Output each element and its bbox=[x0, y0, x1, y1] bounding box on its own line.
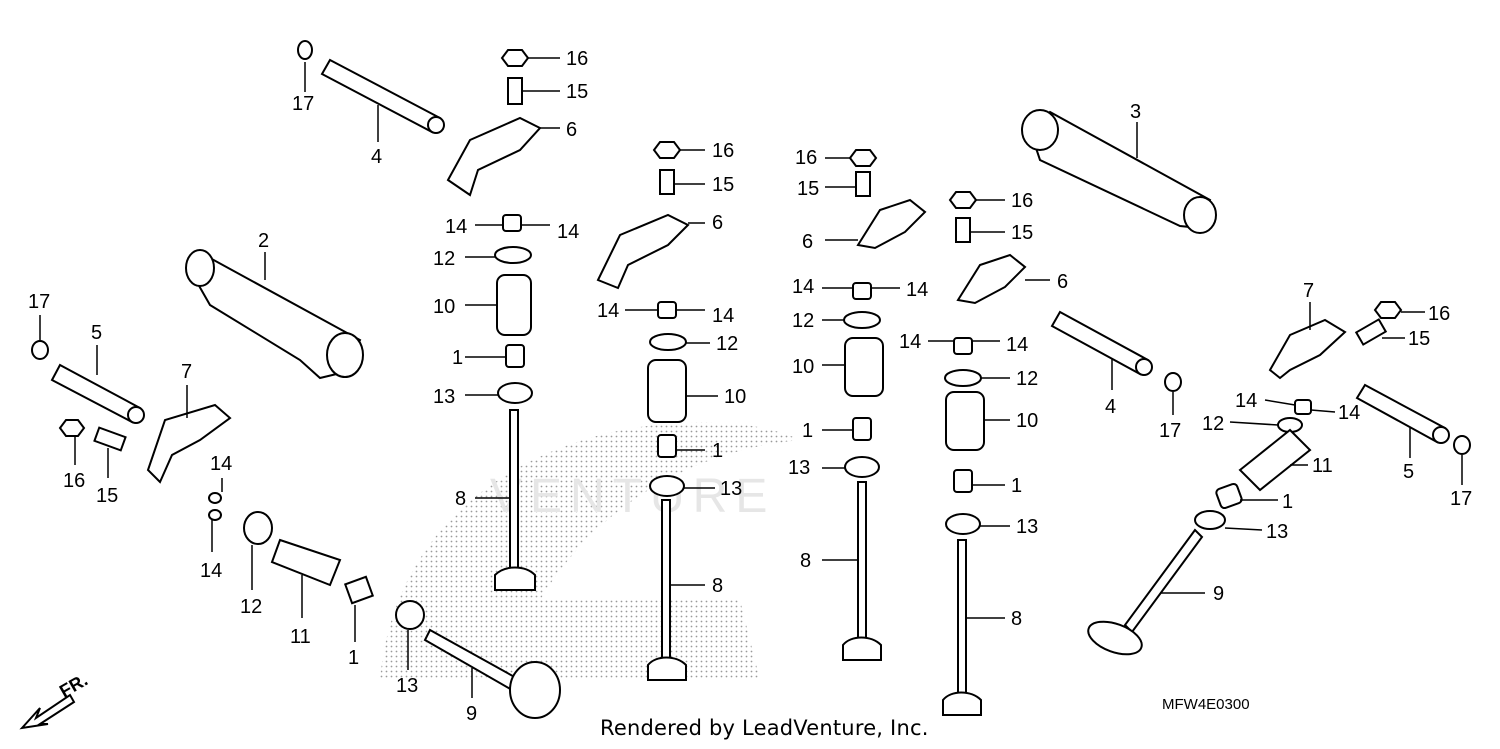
callout-13: 13 bbox=[1016, 516, 1038, 538]
callout-10: 10 bbox=[724, 386, 746, 408]
callout-11: 11 bbox=[1312, 455, 1333, 477]
callout-16: 16 bbox=[712, 140, 734, 162]
callout-4: 4 bbox=[371, 146, 382, 168]
callout-6: 6 bbox=[1057, 271, 1068, 293]
valve-column-1 bbox=[465, 214, 550, 591]
callout-2: 2 bbox=[258, 230, 269, 252]
callout-14: 14 bbox=[712, 305, 734, 327]
callout-12: 12 bbox=[1202, 413, 1224, 435]
honda-wing-watermark: VENTURE bbox=[380, 422, 800, 680]
diagram-code: MFW4E0300 bbox=[1162, 696, 1250, 713]
callout-1: 1 bbox=[1282, 491, 1293, 513]
callout-10: 10 bbox=[1016, 410, 1038, 432]
callout-1: 1 bbox=[348, 647, 359, 669]
watermark-text: VENTURE bbox=[490, 470, 775, 523]
callout-11: 11 bbox=[290, 626, 311, 648]
callout-13: 13 bbox=[720, 478, 742, 500]
callout-16: 16 bbox=[795, 147, 817, 169]
callout-6: 6 bbox=[712, 212, 723, 234]
callout-1: 1 bbox=[802, 420, 813, 442]
callout-10: 10 bbox=[792, 356, 814, 378]
rocker-arm-6-top bbox=[446, 116, 560, 197]
callout-12: 12 bbox=[716, 333, 738, 355]
callout-8: 8 bbox=[800, 550, 811, 572]
front-marker-label: FR. bbox=[56, 670, 91, 702]
callout-14: 14 bbox=[1338, 402, 1360, 424]
callout-5: 5 bbox=[91, 322, 102, 344]
left-assembly bbox=[31, 315, 232, 484]
callout-15: 15 bbox=[1011, 222, 1033, 244]
callout-14: 14 bbox=[792, 276, 814, 298]
callout-1: 1 bbox=[712, 440, 723, 462]
callout-15: 15 bbox=[797, 178, 819, 200]
callout-5: 5 bbox=[1403, 461, 1414, 483]
callout-6: 6 bbox=[802, 231, 813, 253]
callout-12: 12 bbox=[792, 310, 814, 332]
callout-8: 8 bbox=[455, 488, 466, 510]
callout-7: 7 bbox=[1303, 280, 1314, 302]
callout-14: 14 bbox=[557, 221, 579, 243]
camshaft-2 bbox=[185, 249, 364, 380]
valve-column-2 bbox=[625, 301, 718, 681]
callout-16: 16 bbox=[1011, 190, 1033, 212]
render-credit: Rendered by LeadVenture, Inc. bbox=[600, 716, 929, 740]
valve-column-4 bbox=[928, 191, 1050, 716]
callout-9: 9 bbox=[1213, 583, 1224, 605]
callout-1: 1 bbox=[452, 347, 463, 369]
callout-16: 16 bbox=[566, 48, 588, 70]
callout-labels: 16 15 17 4 6 16 15 16 15 3 16 15 14 14 1… bbox=[28, 48, 1472, 725]
callout-16: 16 bbox=[63, 470, 85, 492]
rocker-arm-6-middle bbox=[596, 141, 705, 290]
callout-3: 3 bbox=[1130, 101, 1141, 123]
callout-12: 12 bbox=[1016, 368, 1038, 390]
callout-1: 1 bbox=[1011, 475, 1022, 497]
callout-17: 17 bbox=[1159, 420, 1181, 442]
adjuster-nut-16-top bbox=[500, 49, 560, 105]
callout-15: 15 bbox=[712, 174, 734, 196]
callout-10: 10 bbox=[433, 296, 455, 318]
callout-17: 17 bbox=[1450, 488, 1472, 510]
callout-6: 6 bbox=[566, 119, 577, 141]
right-assembly bbox=[1050, 301, 1471, 656]
callout-15: 15 bbox=[96, 485, 118, 507]
callout-14: 14 bbox=[1235, 390, 1257, 412]
callout-15: 15 bbox=[566, 81, 588, 103]
callout-16: 16 bbox=[1428, 303, 1450, 325]
camshaft-3 bbox=[1021, 109, 1217, 234]
callout-9: 9 bbox=[466, 703, 477, 725]
callout-17: 17 bbox=[28, 291, 50, 313]
callout-14: 14 bbox=[210, 453, 232, 475]
callout-17: 17 bbox=[292, 93, 314, 115]
callout-4: 4 bbox=[1105, 396, 1116, 418]
callout-14: 14 bbox=[445, 216, 467, 238]
callout-15: 15 bbox=[1408, 328, 1430, 350]
callout-14: 14 bbox=[597, 300, 619, 322]
callout-8: 8 bbox=[712, 575, 723, 597]
callout-13: 13 bbox=[396, 675, 418, 697]
callout-13: 13 bbox=[1266, 521, 1288, 543]
lower-left-valve bbox=[208, 478, 561, 719]
callout-12: 12 bbox=[240, 596, 262, 618]
callout-14: 14 bbox=[1006, 334, 1028, 356]
callout-8: 8 bbox=[1011, 608, 1022, 630]
valve-column-3 bbox=[822, 149, 927, 661]
callout-12: 12 bbox=[433, 248, 455, 270]
callout-13: 13 bbox=[433, 386, 455, 408]
callout-14: 14 bbox=[899, 331, 921, 353]
callout-14: 14 bbox=[906, 279, 928, 301]
callout-7: 7 bbox=[181, 361, 192, 383]
rocker-shaft-4-top bbox=[297, 40, 445, 142]
front-direction-arrow: FR. bbox=[19, 670, 91, 730]
callout-13: 13 bbox=[788, 457, 810, 479]
callout-14: 14 bbox=[200, 560, 222, 582]
